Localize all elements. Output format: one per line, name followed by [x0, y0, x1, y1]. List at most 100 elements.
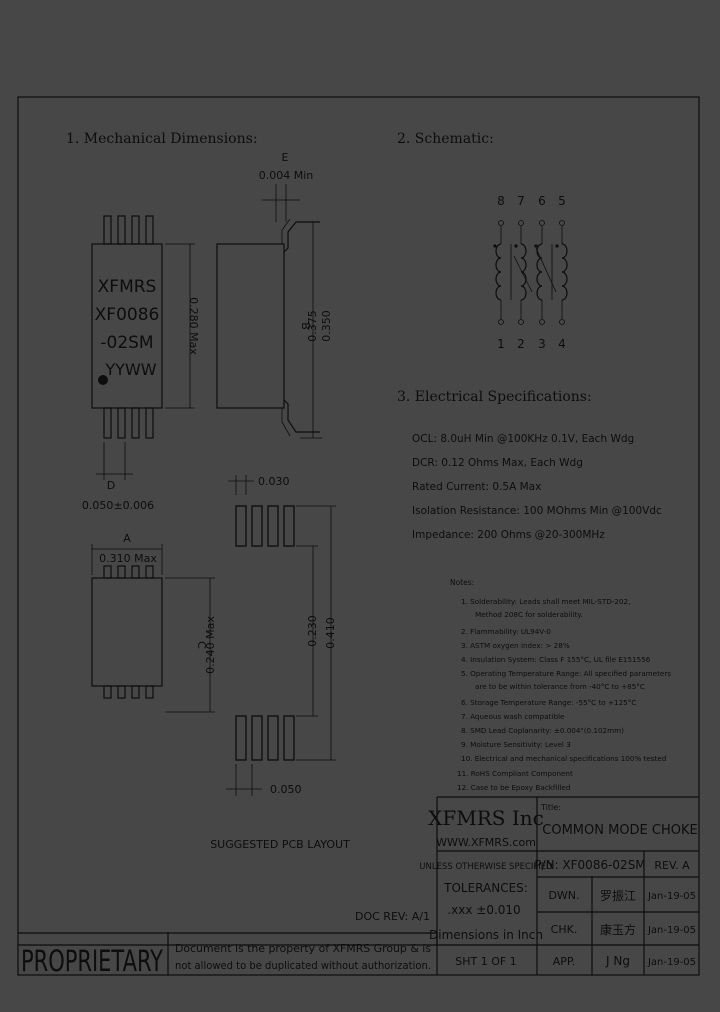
- a-value: 0.310 Max: [99, 552, 157, 565]
- winding-2: [520, 226, 527, 319]
- schematic-diagram: 8 7 6 5 1 2 3 4: [493, 194, 568, 351]
- dwn-name: 罗振江: [600, 889, 636, 903]
- tolerances-label: TOLERANCES:: [443, 881, 528, 895]
- app-label: APP.: [553, 955, 576, 968]
- drawing-title: COMMON MODE CHOKE: [542, 823, 697, 838]
- pcb-pad: [235, 715, 247, 761]
- electrical-specs: OCL: 8.0uH Min @100KHz 0.1V, Each Wdg DC…: [412, 433, 662, 541]
- package-part-line2: -02SM: [100, 333, 153, 353]
- d-value: 0.050±0.006: [82, 499, 154, 512]
- spec-line: Isolation Resistance: 100 MOhms Min @100…: [412, 505, 662, 517]
- pcb-width-label: 0.030: [258, 475, 290, 488]
- note-line: 5. Operating Temperature Range: All spec…: [461, 669, 671, 678]
- note-line: are to be within tolerance from -40°C to…: [475, 682, 645, 691]
- company-website: WWW.XFMRS.com: [436, 836, 536, 849]
- app-date: Jan-19-05: [647, 957, 696, 968]
- winding-1: [495, 226, 502, 319]
- pin-label: 3: [538, 337, 546, 351]
- crossover-line: [513, 255, 533, 293]
- dimension-units: Dimensions in Inch: [429, 928, 543, 942]
- tolerance-value: .xxx ±0.010: [447, 903, 520, 917]
- spec-line: Rated Current: 0.5A Max: [412, 481, 541, 493]
- c-value: 0.240 Max: [204, 616, 217, 674]
- note-line: 1. Solderability: Leads shall meet MIL-S…: [461, 597, 630, 606]
- revision: REV. A: [654, 859, 690, 872]
- c-label: C: [195, 641, 208, 649]
- chk-name: 康玉方: [600, 922, 636, 937]
- pcb-layout: 0.030 0.230 0.410 0.050 SUGGESTED PCB LA…: [210, 475, 350, 851]
- pin-label: 5: [558, 194, 566, 208]
- winding-3: [536, 226, 543, 319]
- package-part-line1: XF0086: [95, 305, 160, 325]
- electrical-heading: 3. Electrical Specifications:: [397, 389, 592, 405]
- pin1-dot: [98, 375, 108, 385]
- pin-label: 8: [497, 194, 505, 208]
- pcb-pitch-label: 0.050: [270, 783, 302, 796]
- company-name: XFMRS Inc: [428, 806, 544, 830]
- b-min: 0.350: [320, 310, 333, 342]
- note-line: 11. RoHS Compliant Component: [457, 769, 573, 778]
- notice-line: Document is the property of XFMRS Group …: [175, 942, 431, 955]
- pin-label: 1: [497, 337, 505, 351]
- notice-line: not allowed to be duplicated without aut…: [175, 959, 431, 972]
- package-end-view: A 0.310 Max C 0.240 Max: [91, 532, 217, 713]
- package-side-view: E 0.004 Min B 0.375 0.350: [216, 151, 333, 439]
- body-height-label: 0.280 Max: [187, 297, 200, 355]
- b-max: 0.375: [306, 310, 319, 342]
- schematic-heading: 2. Schematic:: [397, 131, 494, 147]
- polarity-dot: [493, 244, 497, 248]
- pin-label: 4: [558, 337, 566, 351]
- pcb-pad: [267, 505, 279, 547]
- pin-label: 7: [517, 194, 525, 208]
- e-label: E: [282, 151, 289, 164]
- unless-specified: UNLESS OTHERWISE SPECIFIED: [419, 862, 553, 872]
- note-line: 12. Case to be Epoxy Backfilled: [457, 783, 570, 792]
- note-line: 3. ASTM oxygen index: > 28%: [461, 641, 570, 650]
- pcb-outer-label: 0.410: [324, 617, 337, 649]
- mechanical-heading: 1. Mechanical Dimensions:: [66, 131, 258, 147]
- title-label: Title:: [540, 803, 561, 812]
- crossover-line: [535, 247, 557, 293]
- pcb-pad: [267, 715, 279, 761]
- polarity-dot: [534, 244, 538, 248]
- pcb-pad: [283, 505, 295, 547]
- a-label: A: [123, 532, 131, 545]
- app-name: J Ng: [605, 954, 630, 968]
- sheet-number: SHT 1 OF 1: [455, 955, 516, 968]
- pin-label: 6: [538, 194, 546, 208]
- spec-line: OCL: 8.0uH Min @100KHz 0.1V, Each Wdg: [412, 433, 634, 445]
- doc-revision: DOC REV: A/1: [355, 910, 430, 923]
- b-label: B: [299, 322, 312, 330]
- e-value: 0.004 Min: [259, 169, 314, 182]
- pcb-pad: [251, 505, 263, 547]
- spec-line: Impedance: 200 Ohms @20-300MHz: [412, 529, 605, 541]
- note-line: 10. Electrical and mechanical specificat…: [461, 754, 666, 763]
- dwn-label: DWN.: [548, 889, 579, 902]
- chk-date: Jan-19-05: [647, 925, 696, 936]
- pin-label: 2: [517, 337, 525, 351]
- note-line: 4. Insulation System: Class F 155°C, UL …: [461, 655, 651, 664]
- proprietary-label: PROPRIETARY: [21, 944, 163, 978]
- polarity-dot: [555, 244, 559, 248]
- end-view-body: [91, 577, 163, 687]
- chk-label: CHK.: [551, 923, 578, 936]
- package-body: [91, 243, 163, 409]
- pcb-pad: [283, 715, 295, 761]
- dwn-date: Jan-19-05: [647, 891, 696, 902]
- package-date-code: YYWW: [104, 360, 156, 379]
- package-brand: XFMRS: [98, 277, 157, 297]
- note-line: 7. Aqueous wash compatible: [461, 712, 565, 721]
- pcb-pad: [235, 505, 247, 547]
- notes-title: Notes:: [450, 578, 474, 587]
- pcb-title: SUGGESTED PCB LAYOUT: [210, 838, 350, 851]
- note-line: Method 208C for solderability.: [475, 610, 583, 619]
- pcb-pad: [251, 715, 263, 761]
- title-block: XFMRS Inc WWW.XFMRS.com Title: COMMON MO…: [18, 796, 699, 978]
- polarity-dot: [514, 244, 518, 248]
- note-line: 9. Moisture Sensitivity: Level 3: [461, 740, 571, 749]
- side-body: [216, 243, 285, 409]
- notes: Notes: 1. Solderability: Leads shall mee…: [450, 578, 671, 792]
- d-label: D: [107, 479, 115, 492]
- part-number: P/N: XF0086-02SM: [534, 858, 645, 872]
